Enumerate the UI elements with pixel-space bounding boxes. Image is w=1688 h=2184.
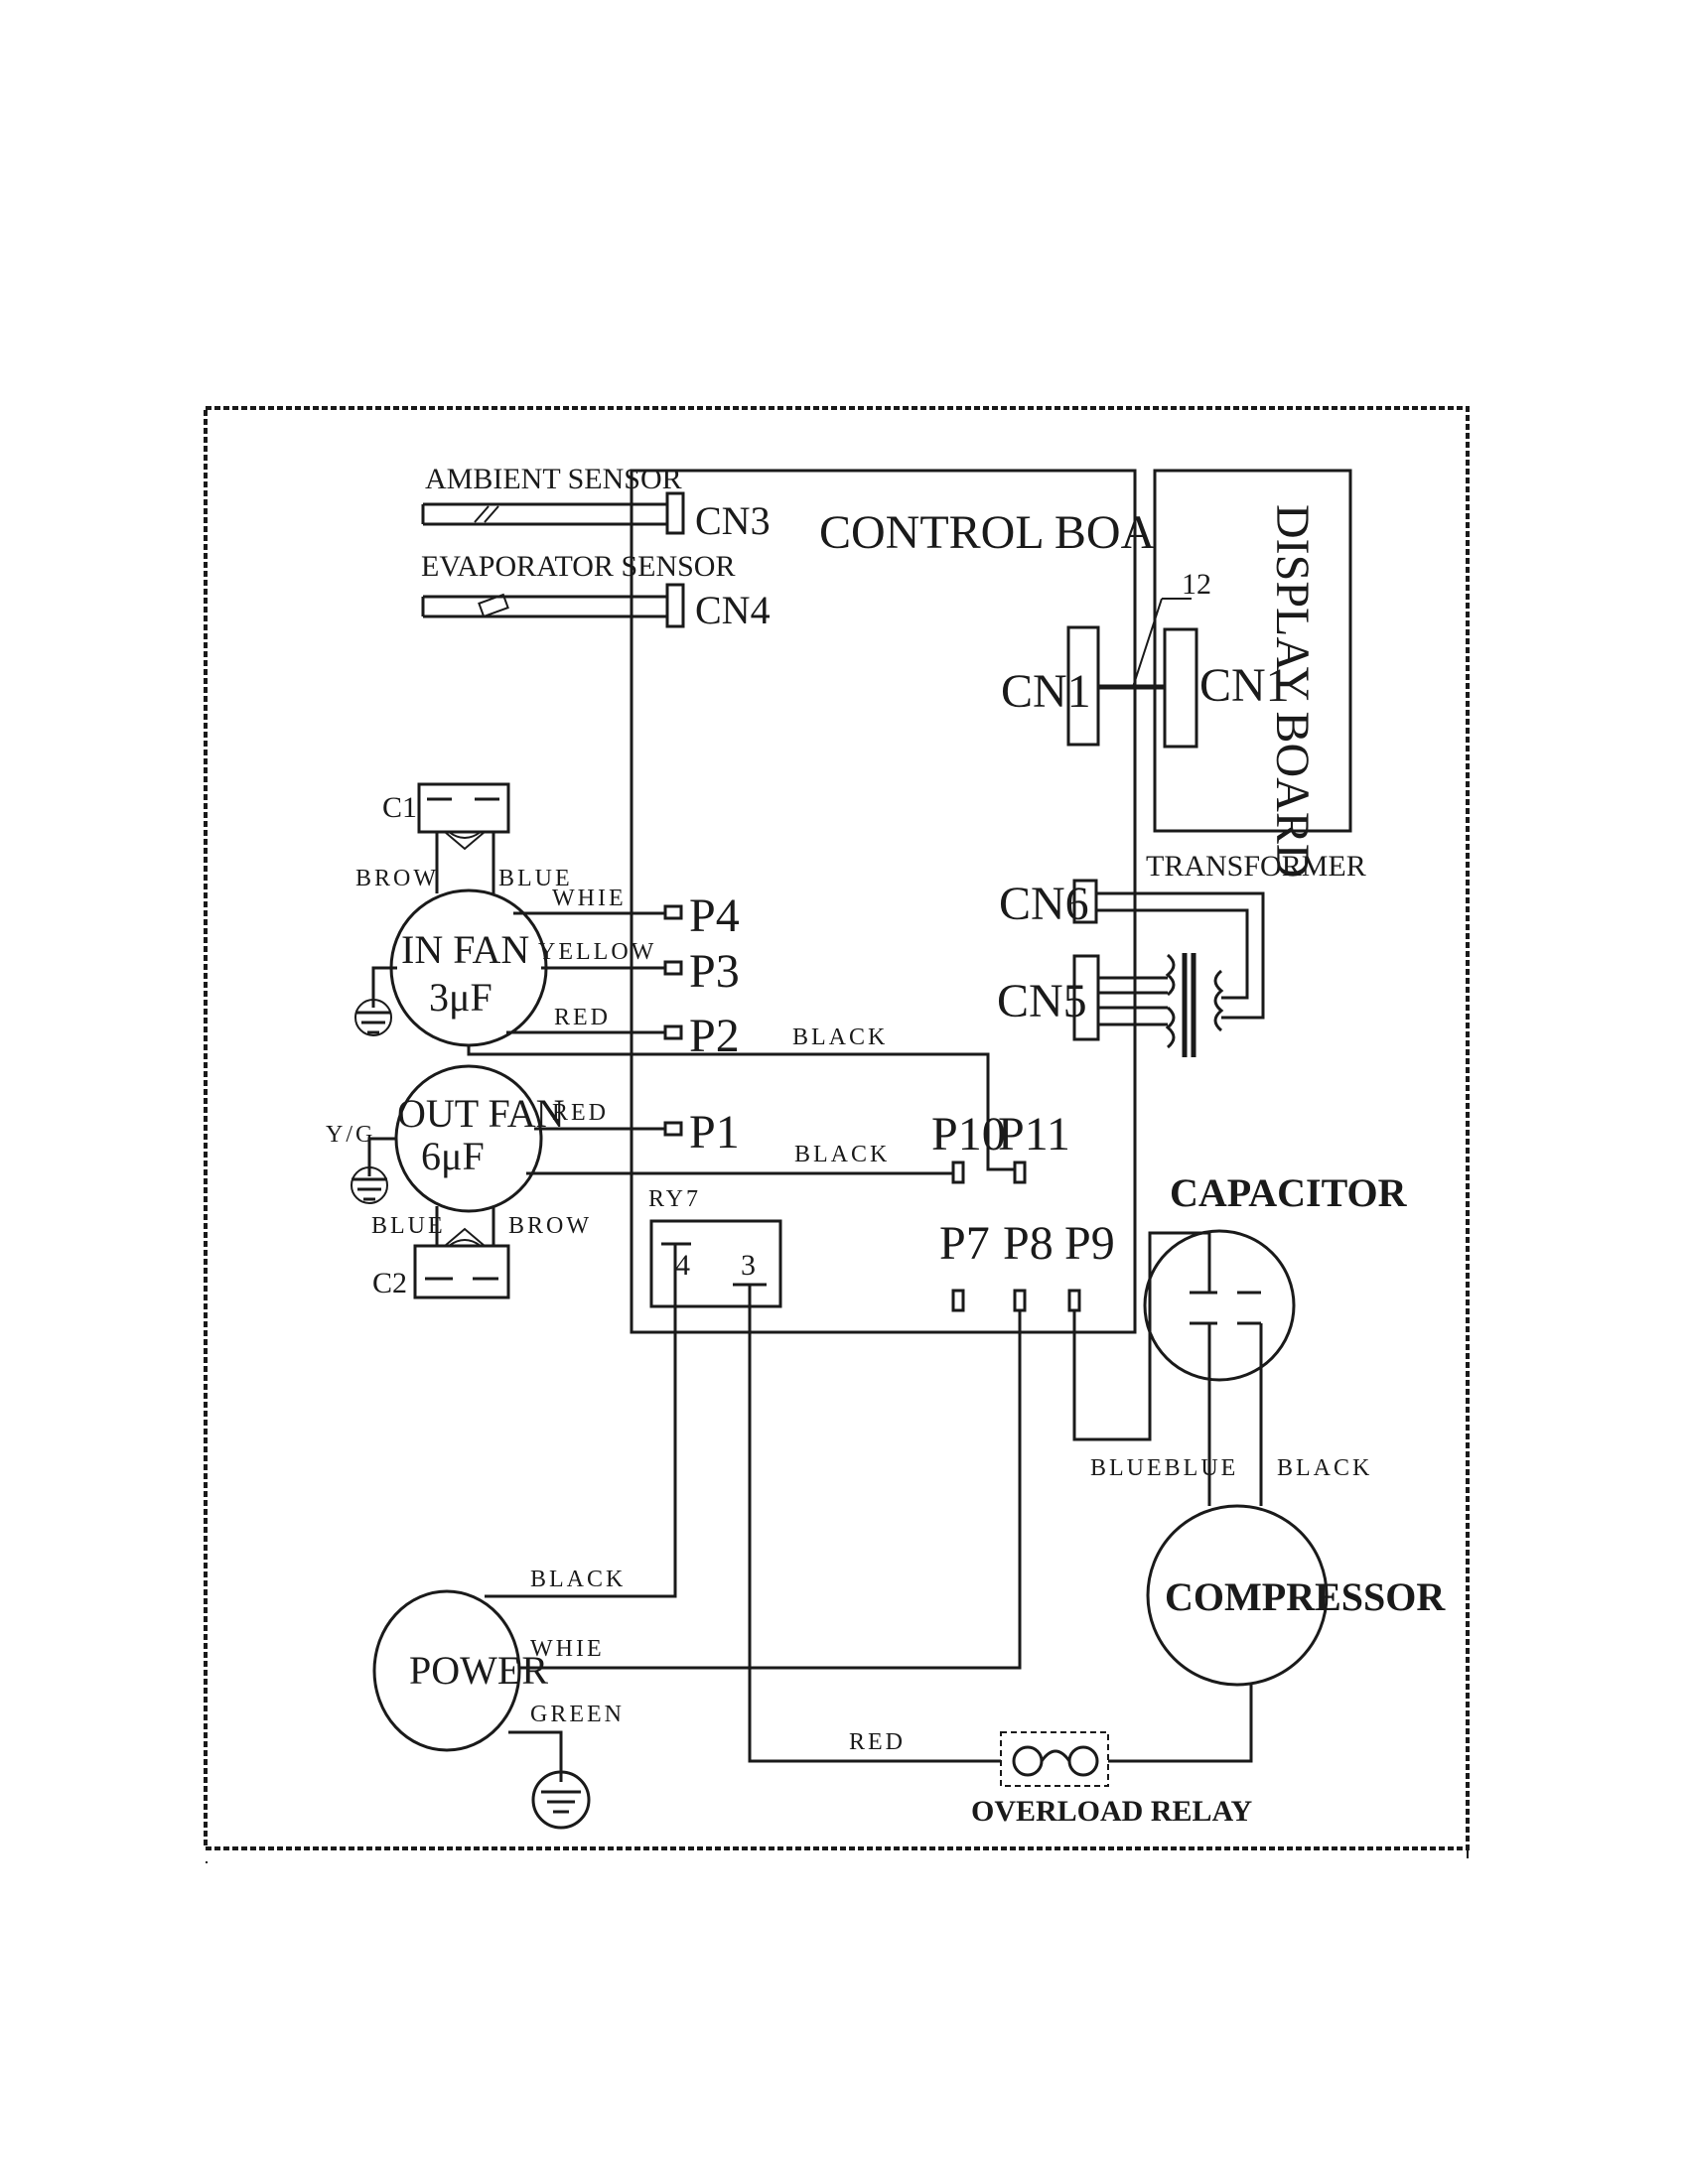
- cn4-connector: [665, 583, 685, 628]
- p11-terminal: [1013, 1160, 1027, 1184]
- wire-red-p1: RED: [552, 1100, 609, 1126]
- overload-relay-label: OVERLOAD RELAY: [971, 1795, 1252, 1828]
- in-fan-ground-icon: [354, 966, 397, 1036]
- ambient-sensor-label: AMBIENT SENSOR: [425, 463, 682, 495]
- p3-terminal: [663, 960, 683, 976]
- p3-label: P3: [689, 945, 740, 998]
- p8-terminal: [1013, 1289, 1027, 1312]
- wire-black-compressor: BLACK: [1277, 1455, 1372, 1481]
- cn5-connector: [1072, 954, 1100, 1041]
- evaporator-sensor-label: EVAPORATOR SENSOR: [421, 550, 735, 583]
- cn4-label: CN4: [695, 588, 771, 632]
- p8-label: P8: [1003, 1217, 1054, 1270]
- wire-blue-c1: BLUE: [498, 866, 573, 891]
- cn1-control-label: CN1: [1001, 665, 1091, 718]
- p9-terminal: [1067, 1289, 1081, 1312]
- wire-white-p4: WHIE: [552, 886, 627, 911]
- p4-label: P4: [689, 889, 740, 942]
- cn3-label: CN3: [695, 498, 771, 543]
- overload-relay: [1000, 1731, 1109, 1787]
- c2-label: C2: [372, 1267, 407, 1299]
- ry7-label: RY7: [648, 1186, 701, 1212]
- display-board-title: DISPLAY BOARD: [1266, 504, 1319, 879]
- cn5-label: CN5: [997, 975, 1087, 1027]
- wire-red-overload: RED: [849, 1729, 906, 1755]
- compressor-label: COMPRESSOR: [1165, 1574, 1446, 1619]
- power-supply: [372, 1589, 521, 1752]
- capacitor-label: CAPACITOR: [1170, 1170, 1408, 1215]
- wire-black-power: BLACK: [530, 1567, 626, 1592]
- wire-green-power: GREEN: [530, 1702, 625, 1727]
- wire-black-p11: BLACK: [792, 1024, 888, 1050]
- cn6-connector: [1072, 879, 1098, 924]
- unit-enclosure: [204, 406, 1470, 1850]
- transformer-label: TRANSFORMER: [1146, 850, 1366, 883]
- p4-terminal: [663, 904, 683, 920]
- p1-label: P1: [689, 1106, 740, 1159]
- c1-capacitor: [417, 782, 510, 834]
- in-fan-cap-label: 3μF: [429, 975, 492, 1020]
- cn3-connector: [665, 491, 685, 535]
- wire-brown-c2: BROW: [508, 1213, 592, 1239]
- out-fan-cap-label: 6μF: [421, 1134, 485, 1178]
- ambient-sensor-probe: [421, 502, 667, 526]
- p7-label: P7: [939, 1217, 990, 1270]
- control-board: [630, 469, 1137, 1334]
- wire-black-to-p11: [467, 1045, 1015, 1171]
- out-fan-ground-label: Y/G: [326, 1122, 375, 1148]
- wire-brown-c1: BROW: [355, 866, 439, 891]
- wire-blue-blue: BLUEBLUE: [1090, 1455, 1238, 1481]
- p1-terminal: [663, 1121, 683, 1137]
- p10-label: P10: [931, 1108, 1006, 1160]
- c2-capacitor: [413, 1244, 510, 1299]
- out-fan-ground-icon: [351, 1137, 397, 1204]
- overload-relay-symbol: [1012, 1745, 1099, 1777]
- ry7-pin4-label: 4: [675, 1249, 690, 1282]
- wire-blue-c2: BLUE: [371, 1213, 446, 1239]
- p2-terminal: [663, 1024, 683, 1040]
- compressor: [1146, 1504, 1329, 1687]
- wire-black-p10: BLACK: [794, 1142, 890, 1167]
- in-fan-label: IN FAN: [401, 927, 529, 972]
- cn1-display-label: CN1: [1199, 659, 1290, 712]
- wire-white-power: WHIE: [530, 1636, 605, 1662]
- ribbon-wire-count: 12: [1182, 568, 1211, 601]
- wire-red-p2: RED: [554, 1005, 611, 1030]
- wire-yellow-p3: YELLOW: [538, 939, 656, 965]
- c1-label: C1: [382, 791, 417, 824]
- cn1-display-connector: [1163, 627, 1198, 749]
- transformer-symbol: [1096, 891, 1265, 1057]
- ry7-pin3-label: 3: [741, 1249, 756, 1282]
- p10-terminal: [951, 1160, 965, 1184]
- p9-label: P9: [1064, 1217, 1115, 1270]
- evaporator-sensor-probe: [421, 593, 667, 618]
- p11-label: P11: [998, 1108, 1070, 1160]
- p7-terminal: [951, 1289, 965, 1312]
- power-label: POWER: [409, 1648, 548, 1693]
- cn6-label: CN6: [999, 878, 1089, 930]
- ry7-relay: [649, 1219, 782, 1308]
- run-capacitor: [1143, 1229, 1296, 1382]
- power-ground-icon: [531, 1770, 591, 1830]
